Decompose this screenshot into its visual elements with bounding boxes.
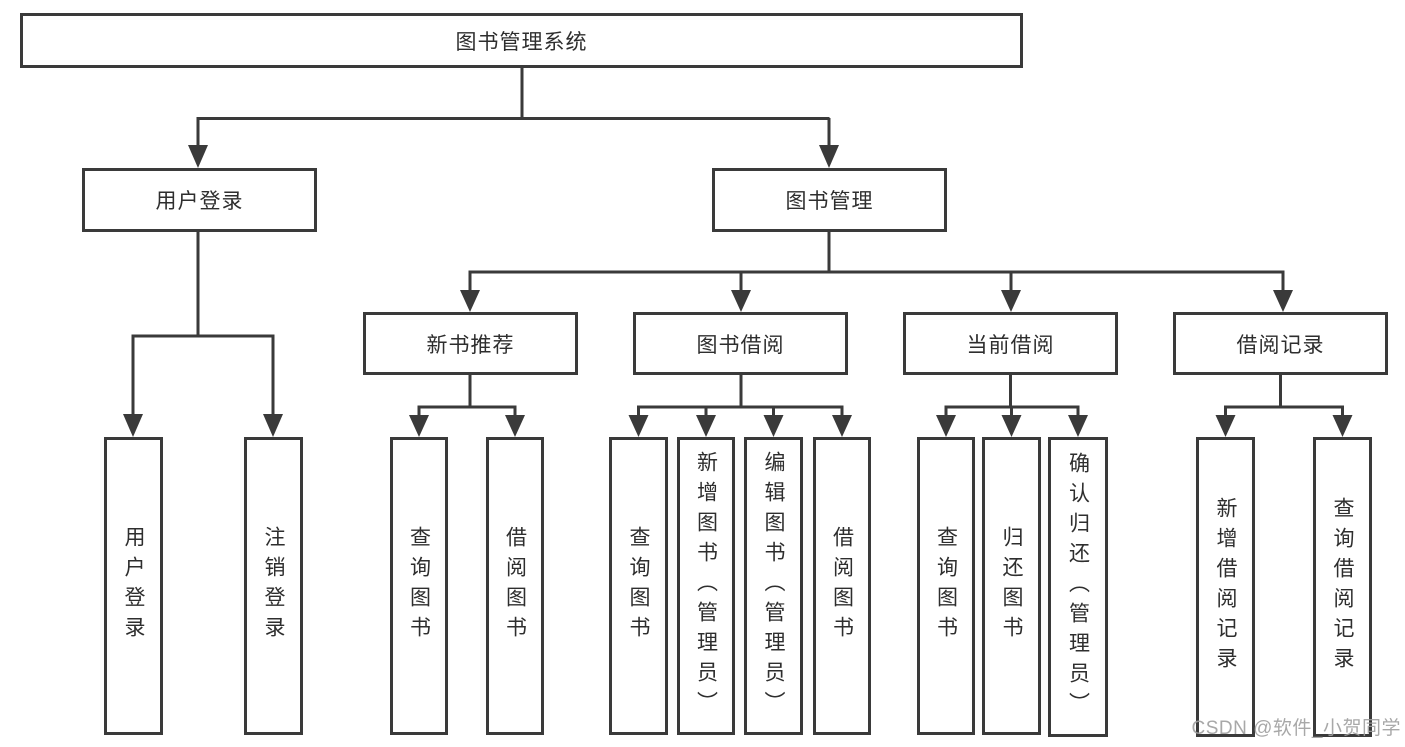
leaf-add-borrow-record: 新增借阅记录: [1196, 437, 1255, 737]
node-user-login: 用户登录: [82, 168, 317, 232]
leaf-query-books-recommend: 查询图书: [390, 437, 448, 735]
node-current-borrowing: 当前借阅: [903, 312, 1118, 375]
leaf-edit-books-admin: 编辑图书（管理员）: [744, 437, 803, 735]
leaf-user-login: 用户登录: [104, 437, 163, 735]
node-book-borrowing: 图书借阅: [633, 312, 848, 375]
leaf-confirm-return-admin: 确认归还（管理员）: [1048, 437, 1108, 737]
leaf-return-books: 归还图书: [982, 437, 1041, 735]
node-library-management-system: 图书管理系统: [20, 13, 1023, 68]
leaf-query-books-borrow: 查询图书: [609, 437, 668, 735]
node-borrowing-records: 借阅记录: [1173, 312, 1388, 375]
leaf-borrow-books-recommend: 借阅图书: [486, 437, 544, 735]
node-new-book-recommendation: 新书推荐: [363, 312, 578, 375]
leaf-query-borrow-record: 查询借阅记录: [1313, 437, 1372, 737]
csdn-watermark: CSDN @软件_小贺同学: [1191, 718, 1401, 739]
leaf-logout: 注销登录: [244, 437, 303, 735]
node-book-management: 图书管理: [712, 168, 947, 232]
leaf-query-books-current: 查询图书: [917, 437, 975, 735]
leaf-borrow-books: 借阅图书: [813, 437, 871, 735]
leaf-add-books-admin: 新增图书（管理员）: [677, 437, 735, 735]
